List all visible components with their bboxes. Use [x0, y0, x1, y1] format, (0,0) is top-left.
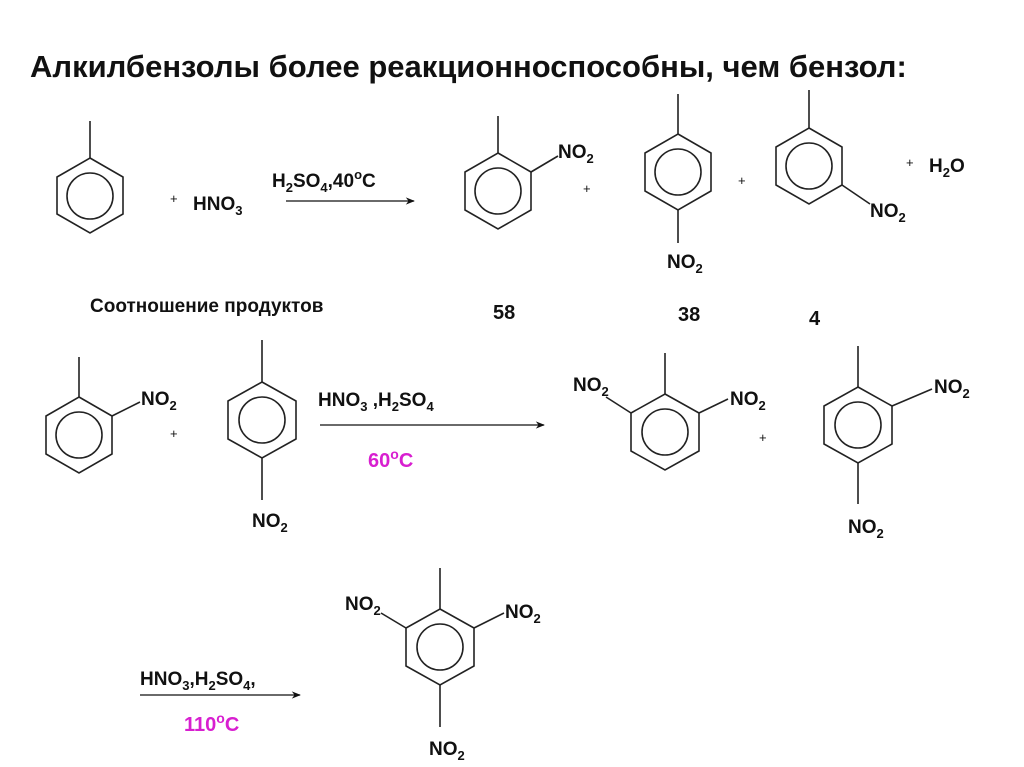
- plus-sign: +: [738, 173, 746, 188]
- para-nitrotoluene-structure: [644, 94, 712, 243]
- product2-nitro-group-ortho: NO2: [934, 377, 970, 401]
- reaction2-conditions: HNO3 ,H2SO4: [318, 390, 434, 414]
- product1-nitro-group-right: NO2: [730, 389, 766, 413]
- reaction3-temperature: 110oC: [184, 710, 239, 736]
- para-nitro-group: NO2: [667, 252, 703, 276]
- slide-title: Алкилбензолы более реакционноспособны, ч…: [30, 49, 907, 84]
- plus-sign: +: [170, 426, 178, 441]
- toluene-structure: [56, 121, 124, 234]
- water-label: H2O: [929, 156, 965, 180]
- meta-nitrotoluene-structure: [775, 90, 871, 205]
- tnt-nitro-group-left: NO2: [345, 594, 381, 618]
- plus-sign: +: [759, 430, 767, 445]
- reaction1-conditions: H2SO4,40oC: [272, 167, 376, 195]
- product2-nitro-group-para: NO2: [848, 517, 884, 541]
- meta-nitro-group: NO2: [870, 201, 906, 225]
- product1-nitro-group-left: NO2: [573, 375, 609, 399]
- plus-sign: +: [170, 191, 178, 206]
- product-ratio-label: Соотношение продуктов: [90, 296, 323, 317]
- reactant-ortho-nitro-group: NO2: [141, 389, 177, 413]
- dinitrotoluene-2-6-structure: [605, 353, 729, 471]
- nitric-acid-label: HNO3: [193, 194, 242, 218]
- tnt-nitro-group-para: NO2: [429, 739, 465, 763]
- dinitrotoluene-2-4-structure: [823, 346, 933, 504]
- para-nitrotoluene-reactant-structure: [227, 340, 297, 500]
- ratio-meta: 4: [809, 308, 821, 330]
- reaction3-conditions: HNO3,H2SO4,: [140, 669, 256, 693]
- plus-sign: +: [583, 181, 591, 196]
- reactant-para-nitro-group: NO2: [252, 511, 288, 535]
- tnt-nitro-group-right: NO2: [505, 602, 541, 626]
- ortho-nitro-group: NO2: [558, 142, 594, 166]
- ortho-nitrotoluene-reactant-structure: [45, 357, 141, 474]
- trinitrotoluene-structure: [380, 568, 505, 727]
- plus-sign: +: [906, 155, 914, 170]
- ortho-nitrotoluene-structure: [464, 116, 559, 230]
- reaction2-temperature: 60oC: [368, 446, 413, 472]
- ratio-ortho: 58: [493, 302, 515, 324]
- ratio-para: 38: [678, 304, 700, 326]
